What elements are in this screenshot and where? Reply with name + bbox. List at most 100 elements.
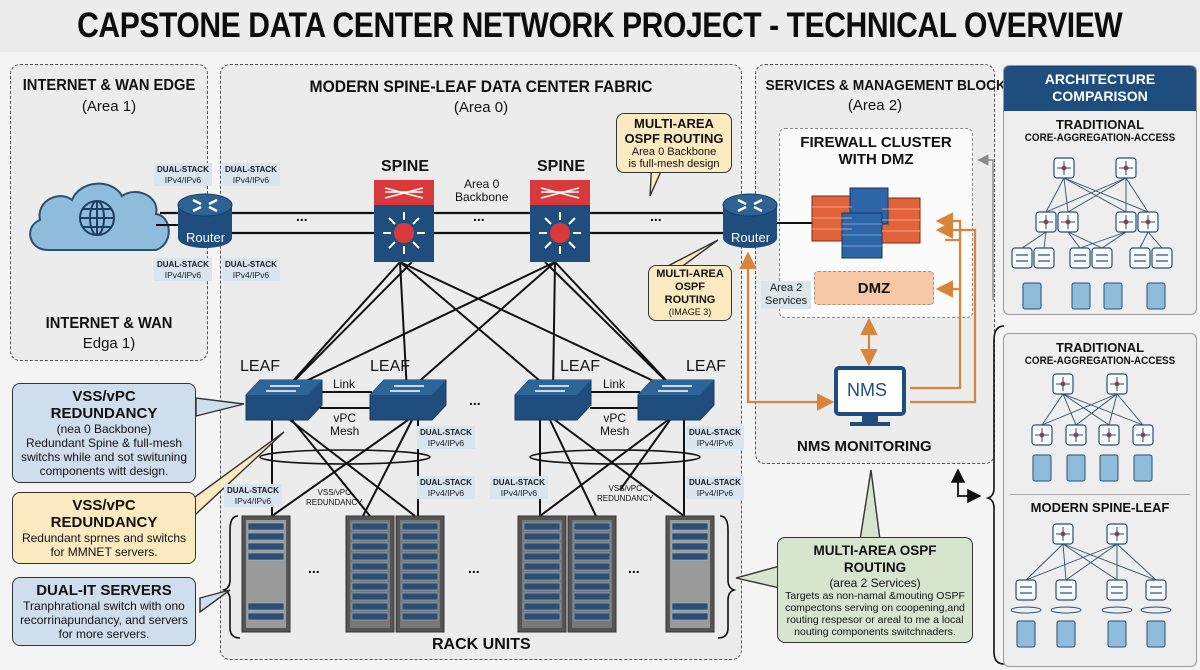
nms-monitor-icon[interactable] (834, 366, 906, 426)
services-zone-subtitle: (Area 2) (847, 97, 903, 114)
core-switch-icon (1106, 373, 1128, 395)
spine-1-label: SPINE (381, 158, 430, 175)
leaf-switch-icon (1106, 579, 1128, 601)
architecture-brace (985, 325, 1005, 665)
arch-link (1079, 231, 1127, 249)
server-icon (1103, 282, 1123, 310)
ellipsis: ... (296, 208, 308, 224)
server-icon (1146, 620, 1166, 648)
spine-leaf-links (282, 261, 678, 393)
wan-router-label: Router (186, 230, 226, 245)
arch-link (1067, 231, 1081, 249)
spine-switch-2-icon[interactable] (530, 180, 590, 262)
arch-link (1025, 543, 1118, 581)
aggregation-switch-icon (1065, 424, 1087, 446)
arch-link (1021, 231, 1047, 249)
leaf-switch-4-icon[interactable] (637, 379, 715, 421)
services-router-icon[interactable] (722, 193, 778, 248)
leaf-1-label: LEAF (240, 358, 281, 375)
callout-pointers (182, 159, 881, 614)
access-switch-icon (1011, 247, 1033, 269)
arch-link (1075, 393, 1118, 426)
server-rack-icon (567, 515, 617, 633)
firewall-icon[interactable] (811, 187, 921, 259)
arch-link (1116, 393, 1144, 426)
arch-link (1147, 231, 1163, 249)
server-icon (1056, 620, 1076, 648)
arch-link (1045, 177, 1065, 213)
bundle-icon (1010, 606, 1042, 614)
aggregation-switch-icon (1115, 211, 1137, 233)
arch-link (1108, 393, 1118, 426)
core-switch-icon (1115, 157, 1137, 179)
aggregation-switch-icon (1098, 424, 1120, 446)
leaf-switch-1-icon[interactable] (245, 379, 323, 421)
arch-link (1062, 393, 1077, 426)
core-switch-icon (1053, 157, 1075, 179)
ellipsis: ... (308, 560, 320, 576)
traditional-title: TRADITIONAL (1055, 117, 1145, 132)
arch-link (1063, 177, 1127, 213)
server-icon (1066, 454, 1086, 482)
leaf-switch-3-icon[interactable] (514, 379, 592, 421)
wan-zone-footer-title: INTERNET & WAN (45, 315, 173, 332)
title-bar: CAPSTONE DATA CENTER NETWORK PROJECT - T… (0, 0, 1200, 52)
backbone-links (160, 211, 740, 235)
access-switch-icon (1069, 247, 1091, 269)
access-switch-icon (1129, 247, 1151, 269)
leaf-switch-2-icon[interactable] (369, 379, 447, 421)
aggregation-switch-icon (1137, 211, 1159, 233)
vss-vpc-redundancy-callout-2: VSS/vPC REDUNDANCY Redundant sprnes and … (12, 492, 196, 564)
dmz-box[interactable]: DMZ (814, 271, 934, 305)
server-rack-icon (517, 515, 567, 633)
server-icon (1022, 282, 1042, 310)
access-switch-icon (1091, 247, 1113, 269)
leaf-4-label: LEAF (686, 358, 727, 375)
bundle-icon (1101, 606, 1133, 614)
arch-link (1062, 543, 1118, 581)
arch-link (1062, 393, 1110, 426)
wan-zone-footer-sub: Edga 1) (82, 335, 136, 352)
ellipsis: ... (468, 560, 480, 576)
aggregation-switch-icon (1031, 424, 1053, 446)
wan-zone-subtitle: (Area 1) (81, 98, 137, 115)
modern-spine-leaf-title: MODERN SPINE-LEAF (1030, 500, 1170, 515)
spine-2-label: SPINE (537, 158, 586, 175)
traditional-subtitle: CORE-AGGREGATION-ACCESS (1024, 132, 1176, 144)
link-label: Link (603, 377, 626, 391)
arch-link (1139, 231, 1149, 249)
leaf-switch-icon (1145, 579, 1167, 601)
arch-link (1045, 177, 1127, 213)
aggregation-switch-icon (1132, 424, 1154, 446)
arch-link (1067, 231, 1103, 249)
server-rack-icon (241, 515, 291, 633)
aggregation-switch-icon (1057, 211, 1079, 233)
bundle-icon (1140, 606, 1172, 614)
spine-switch-icon (1052, 523, 1074, 545)
wan-router-icon[interactable] (177, 193, 233, 248)
server-icon (1107, 620, 1127, 648)
access-switch-icon (1033, 247, 1055, 269)
nms-monitoring-caption: NMS MONITORING (797, 438, 932, 455)
spine-switch-1-icon[interactable] (374, 180, 434, 262)
rack-brace-right (717, 515, 737, 639)
leaf-switch-icon (1055, 579, 1077, 601)
ospf-area2-callout: MULTI-AREA OSPF ROUTING (area 2 Services… (777, 537, 973, 643)
page-title: CAPSTONE DATA CENTER NETWORK PROJECT - T… (77, 6, 1123, 45)
arch-link (1063, 177, 1069, 213)
arch-link (1125, 177, 1149, 213)
server-icon (1146, 282, 1166, 310)
fabric-zone-subtitle: (Area 0) (453, 99, 509, 116)
traditional-subtitle-2: CORE-AGGREGATION-ACCESS (1024, 355, 1176, 367)
